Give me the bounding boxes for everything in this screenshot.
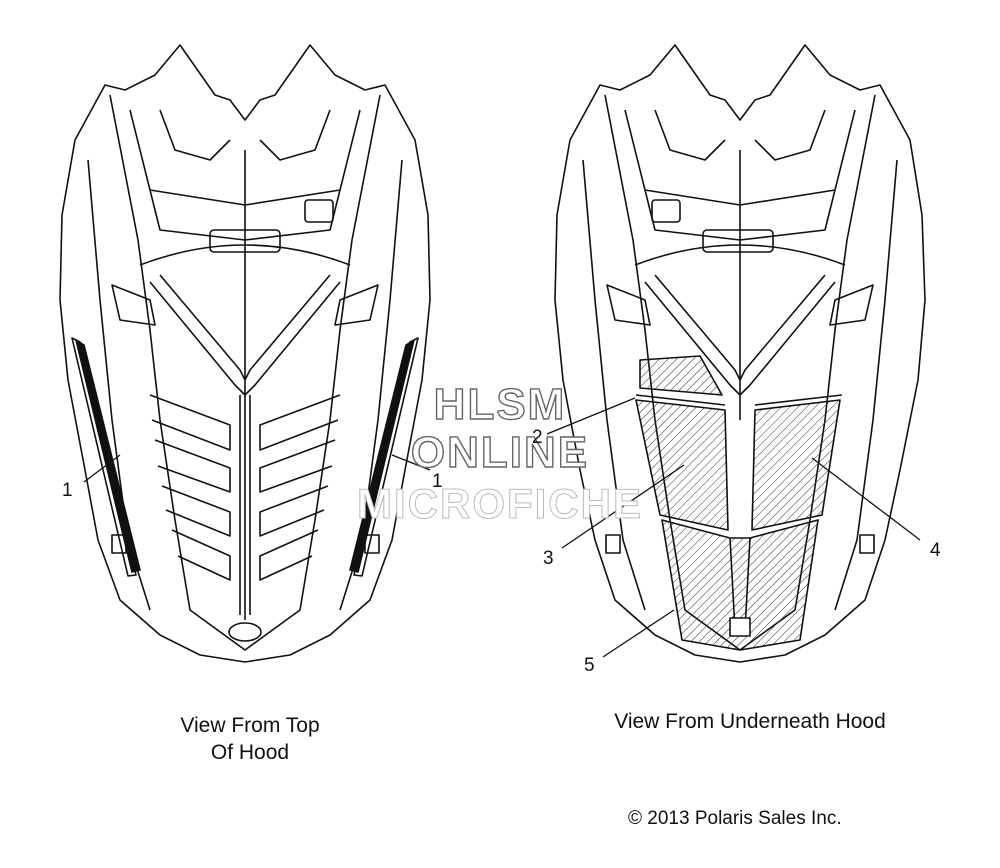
- leader-4: [811, 457, 921, 541]
- callout-1-left: 1: [62, 480, 73, 501]
- leader-3: [561, 464, 685, 549]
- leader-1-left: [83, 454, 121, 483]
- panel-2: [639, 355, 723, 396]
- copyright-notice: © 2013 Polaris Sales Inc.: [628, 808, 842, 829]
- callout-5: 5: [584, 655, 595, 676]
- leader-1-right: [391, 454, 431, 471]
- leader-2: [546, 397, 636, 435]
- leader-lines: [83, 397, 921, 658]
- panel-3: [635, 399, 729, 531]
- caption-underneath-view: View From Underneath Hood: [614, 710, 886, 733]
- panel-5: [661, 519, 819, 651]
- watermark-line-2: ONLINE: [410, 427, 590, 477]
- callout-1-right: 1: [432, 471, 443, 492]
- hood-top-view: [59, 44, 431, 663]
- watermark-line-1: HLSM: [433, 379, 567, 429]
- callout-3: 3: [543, 548, 554, 569]
- panel-4: [751, 399, 841, 531]
- caption-top-view-line-1: View From Top: [180, 714, 320, 737]
- hood-underneath-view: [554, 44, 926, 663]
- caption-top-view: View From Top Of Hood: [150, 712, 350, 766]
- caption-top-view-line-2: Of Hood: [210, 741, 290, 764]
- callout-2: 2: [532, 427, 543, 448]
- leader-5: [602, 609, 675, 658]
- callout-4: 4: [930, 540, 941, 561]
- watermark-line-3: MICROFICHE: [357, 480, 643, 528]
